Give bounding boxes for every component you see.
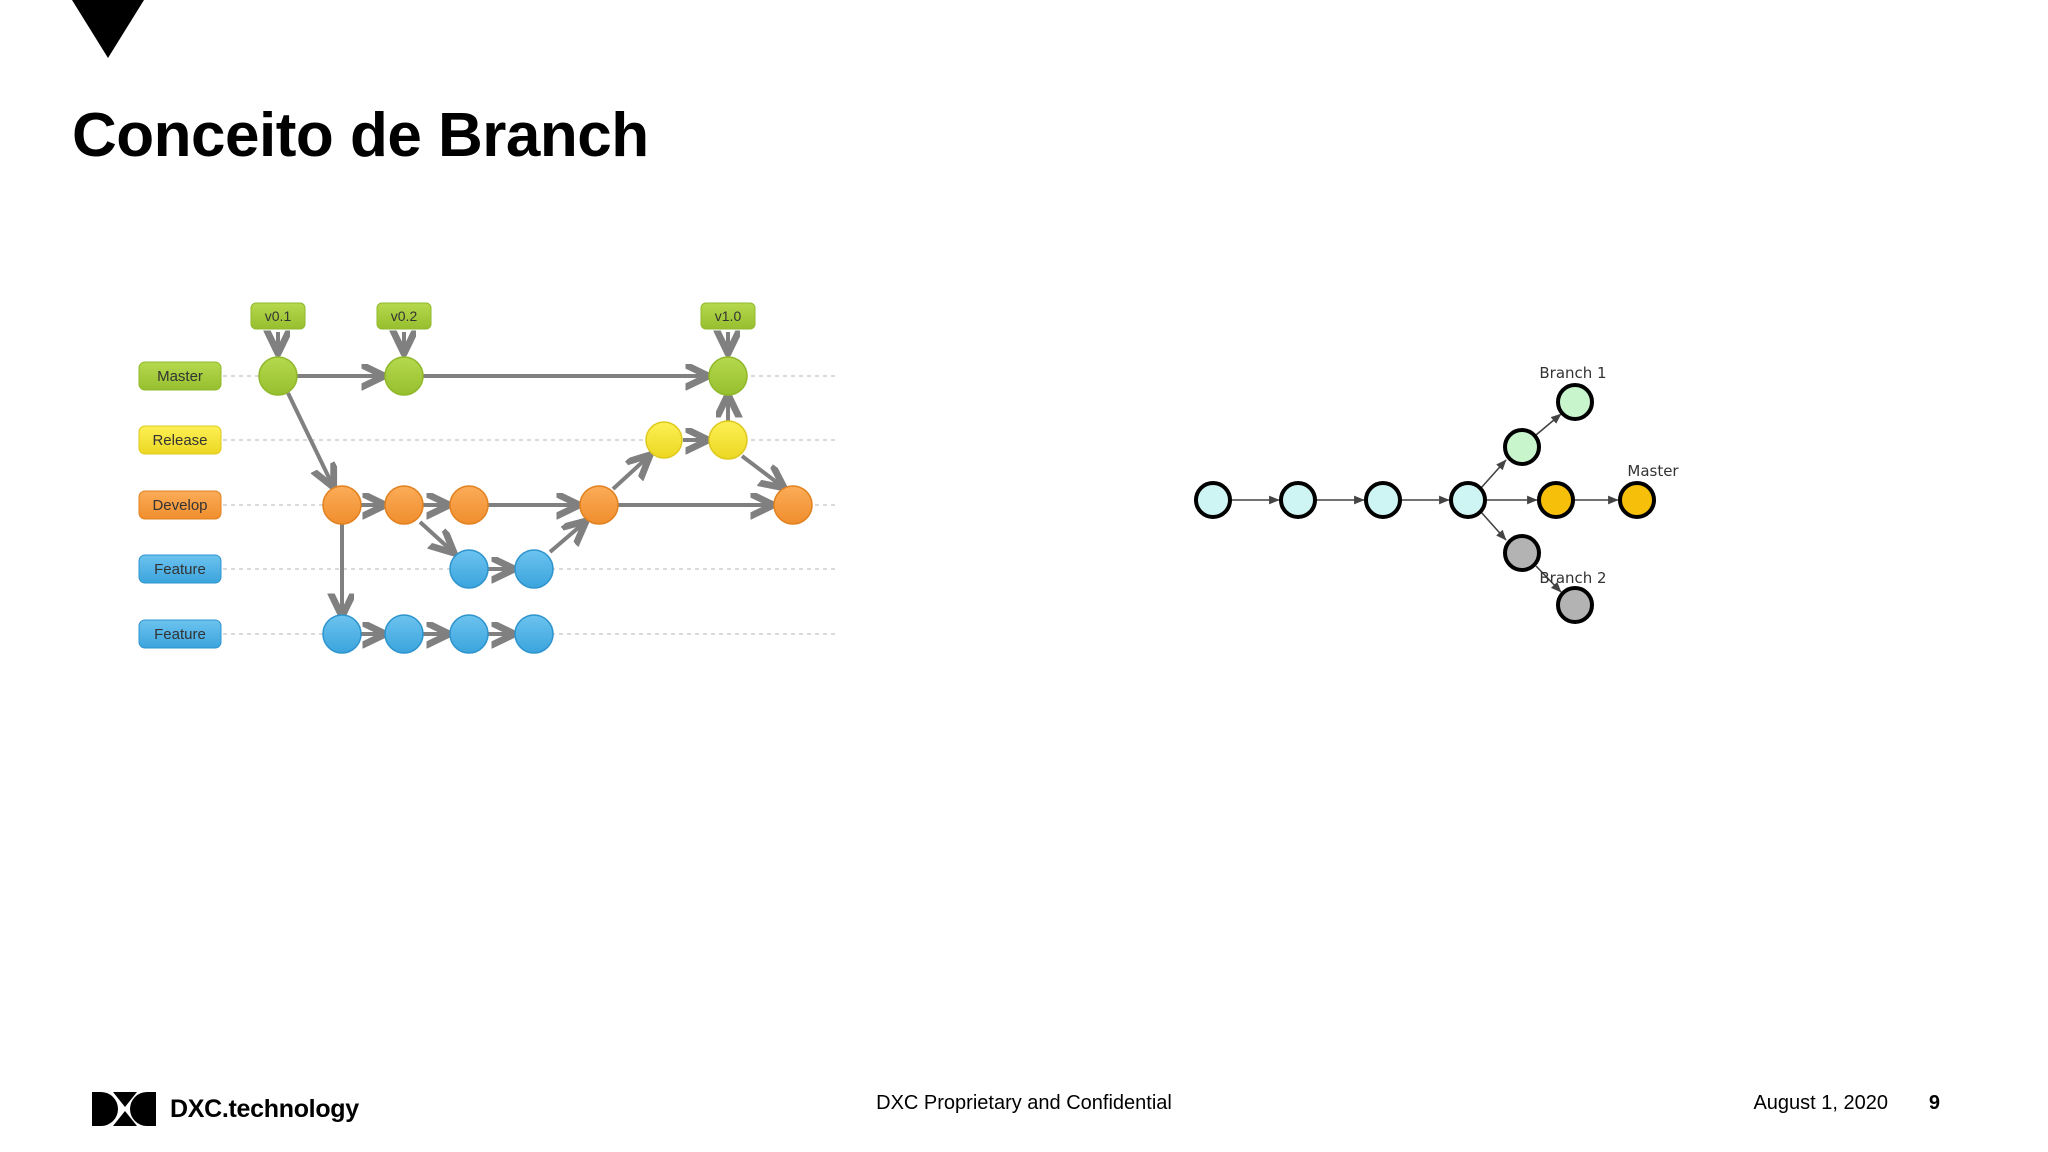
lane-label-feature-1: Feature — [138, 554, 222, 584]
lane-label-text: Master — [157, 368, 203, 385]
commit-node-release — [708, 420, 748, 460]
page-title: Conceito de Branch — [72, 100, 649, 170]
lane-label-release: Release — [138, 425, 222, 455]
gitflow-branching-diagram: Master Release Develop Feature Feature — [135, 290, 835, 670]
version-tag-v02: v0.2 — [376, 302, 432, 352]
gitflow-edges — [286, 376, 783, 634]
simple-branch-diagram: Branch 1 Master Branch 2 — [930, 350, 1960, 650]
version-tag-label: v0.2 — [391, 308, 418, 324]
branch-nodes — [1194, 383, 1656, 624]
version-tag-label: v1.0 — [715, 308, 742, 324]
triangle-down-icon — [72, 0, 144, 58]
lane-label-master: Master — [138, 361, 222, 391]
lane-label-text: Feature — [154, 626, 206, 643]
branch-edges — [1230, 413, 1619, 593]
commit-node-feature — [514, 614, 554, 654]
commit-node-feature — [384, 614, 424, 654]
commit-node-develop — [322, 485, 362, 525]
commit-node-feature — [449, 549, 489, 589]
commit-node-master — [258, 356, 298, 396]
brand-name: DXC.technology — [170, 1094, 359, 1123]
slide-footer: DXC.technology DXC Proprietary and Confi… — [0, 1080, 2048, 1152]
version-tag-label: v0.1 — [265, 308, 292, 324]
commit-node-release — [645, 421, 683, 459]
commit-nodes — [258, 356, 813, 654]
commit-node-develop — [449, 485, 489, 525]
confidentiality-notice: DXC Proprietary and Confidential — [876, 1092, 1172, 1114]
commit-node-develop — [773, 485, 813, 525]
commit-node-feature — [514, 549, 554, 589]
footer-page-number: 9 — [1928, 1092, 1940, 1114]
commit-node-trunk — [1279, 481, 1317, 519]
commit-node-branch2 — [1503, 534, 1541, 572]
commit-node-feature — [449, 614, 489, 654]
commit-node-branch2 — [1556, 586, 1594, 624]
branch-label-master: Master — [1627, 462, 1679, 480]
commit-node-master — [1618, 481, 1656, 519]
footer-date: August 1, 2020 — [1753, 1092, 1888, 1114]
commit-node-develop — [384, 485, 424, 525]
commit-node-branch1 — [1556, 383, 1594, 421]
commit-node-trunk — [1449, 481, 1487, 519]
branch-label-branch2: Branch 2 — [1539, 569, 1606, 587]
version-tag-v01: v0.1 — [250, 302, 306, 352]
commit-node-trunk — [1194, 481, 1232, 519]
dxc-logo-icon — [92, 1092, 156, 1126]
lane-label-text: Feature — [154, 561, 206, 578]
lane-label-feature-2: Feature — [138, 619, 222, 649]
commit-node-trunk — [1364, 481, 1402, 519]
branch-label-branch1: Branch 1 — [1539, 364, 1606, 382]
lane-label-text: Release — [152, 432, 207, 449]
version-tag-v10: v1.0 — [700, 302, 756, 352]
commit-node-feature — [322, 614, 362, 654]
commit-node-master — [1537, 481, 1575, 519]
commit-node-branch1 — [1503, 428, 1541, 466]
commit-node-develop — [579, 485, 619, 525]
lane-label-text: Develop — [152, 497, 207, 514]
lane-label-develop: Develop — [138, 490, 222, 520]
brand-logo-group: DXC.technology — [92, 1086, 359, 1132]
commit-node-master — [708, 356, 748, 396]
commit-node-master — [384, 356, 424, 396]
